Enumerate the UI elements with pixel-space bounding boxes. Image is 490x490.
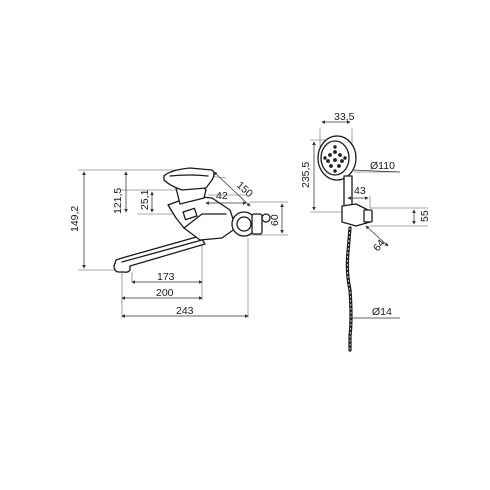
faucet-body: [167, 195, 237, 241]
dim-total-height: 149,2: [69, 206, 81, 232]
shower-head: [317, 135, 357, 181]
faucet-drawing: 149,2 121,5 25,1 150 42 60 173 200 243: [69, 167, 288, 318]
dim-lever-angle: 150: [234, 179, 255, 200]
dim-holder-angle: 64: [371, 237, 388, 254]
shower-drawing: 33,5 235,5 Ø110 43 55 64 Ø14: [300, 111, 431, 352]
faucet-lever: [163, 167, 215, 191]
dim-spout-reach: 200: [156, 287, 174, 299]
dim-spout-reach-short: 173: [157, 271, 175, 283]
dim-overall-length: 243: [176, 305, 194, 317]
dim-spout-height: 25,1: [139, 189, 151, 210]
dim-connection-height: 60: [269, 214, 281, 226]
faucet-spout: [113, 235, 206, 273]
dim-head-offset: 33,5: [334, 111, 355, 123]
dim-holder-depth: 43: [354, 185, 366, 197]
dim-head-diameter: Ø110: [370, 160, 395, 172]
faucet-eccentric: [231, 211, 271, 237]
dim-lever-height: 121,5: [112, 188, 124, 214]
dim-set-height: 235,5: [300, 162, 312, 188]
dim-holder-height: 55: [419, 210, 431, 222]
shower-hose: [345, 226, 353, 352]
dim-body-depth: 42: [216, 190, 228, 202]
dim-hose-diameter: Ø14: [372, 306, 392, 318]
